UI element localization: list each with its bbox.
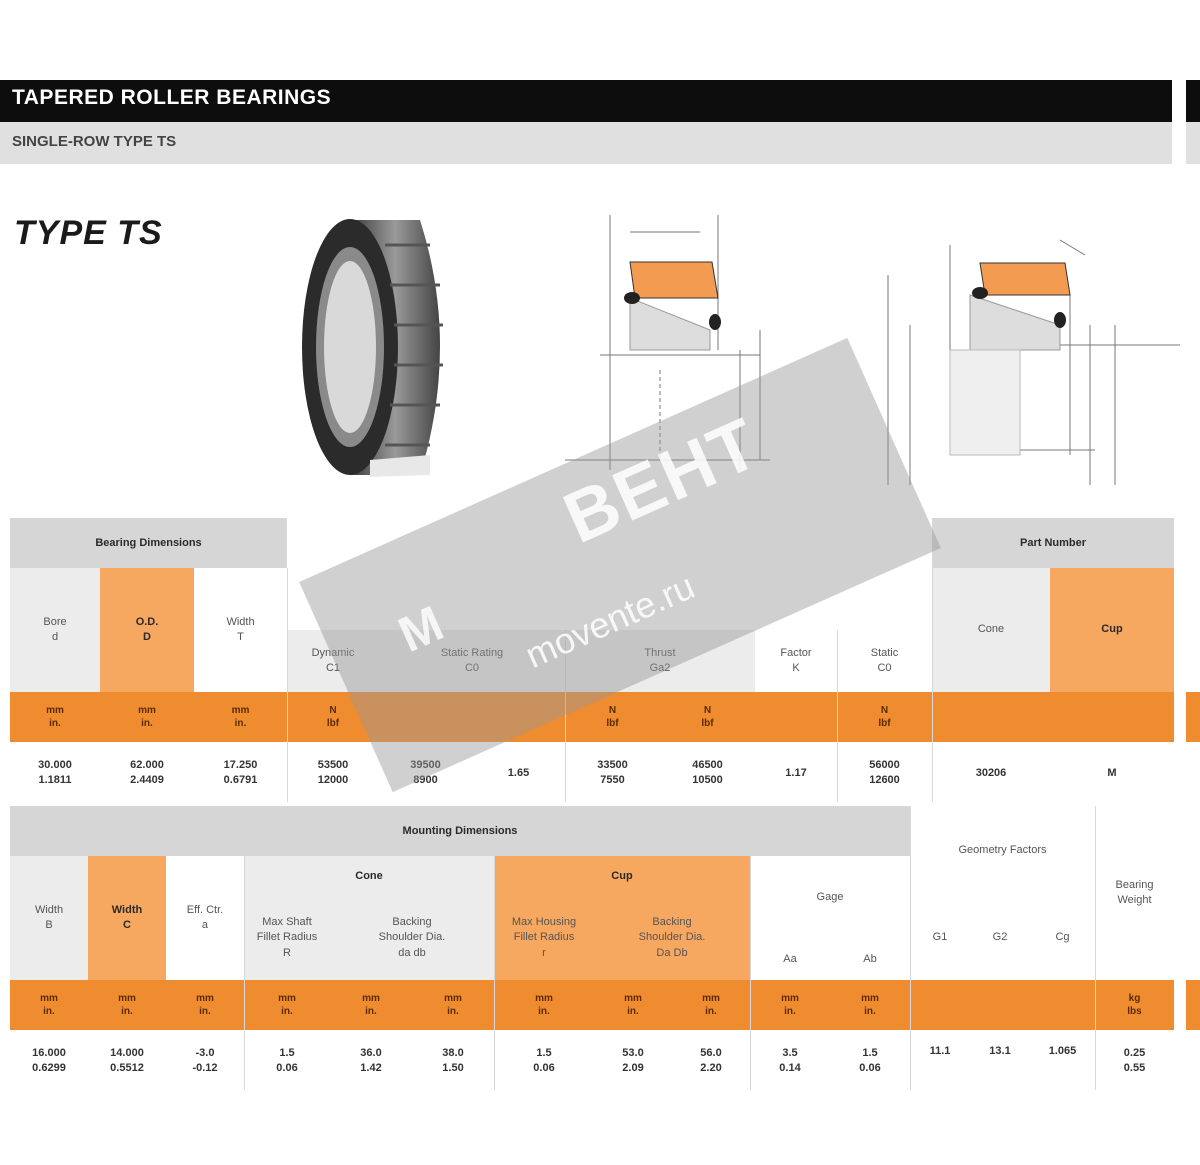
unit-cone-da: mm in. (362, 993, 380, 1017)
cell-cup: M (1107, 766, 1117, 779)
page-subtitle: SINGLE-ROW TYPE TS (12, 133, 177, 150)
mounting-diagram (887, 239, 1180, 485)
col-header-gage-ab: Ab (863, 953, 877, 966)
cell-thrust-2: 46500 10500 (692, 759, 723, 786)
divider (244, 856, 245, 1090)
col-header-static-c0: Static C0 (870, 646, 899, 674)
divider (494, 856, 495, 1090)
col-header-cup: Cup (1050, 568, 1174, 692)
col-header-cone-backing: Backing Shoulder Dia. da db (330, 896, 494, 980)
divider (565, 630, 566, 802)
header-bar (0, 80, 1172, 122)
col-header-static-rating: Static Rating C0 (379, 630, 565, 692)
divider (910, 806, 911, 1090)
unit-weight: kg lbs (1127, 993, 1142, 1017)
cell-static-rating: 39500 8900 (410, 759, 441, 786)
cell-cup-da: 53.0 2.09 (622, 1047, 644, 1074)
cell-gage-ab: 1.5 0.06 (859, 1047, 881, 1074)
units-strip-edge (1186, 692, 1200, 742)
col-header-thrust: Thrust Ga2 (565, 630, 755, 692)
cell-g2: 13.1 (989, 1044, 1011, 1057)
type-title: TYPE TS (14, 214, 163, 252)
group-header-mounting: Mounting Dimensions (10, 806, 910, 856)
unit-width: mm in. (231, 705, 250, 729)
col-header-cup-fillet: Max Housing Fillet Radius r (494, 896, 594, 980)
cell-width-c: 14.000 0.5512 (110, 1047, 144, 1074)
col-header-eff-ctr: Eff. Ctr. a (186, 903, 224, 931)
col-header-width-b: Width B (10, 856, 88, 980)
cell-width-b: 16.000 0.6299 (32, 1047, 66, 1074)
unit-eff-ctr: mm in. (196, 993, 214, 1017)
unit-cup-db: mm in. (702, 993, 720, 1017)
cell-thrust: 33500 7550 (597, 759, 628, 786)
unit-cone-db: mm in. (444, 993, 462, 1017)
col-header-width-c: Width C (88, 856, 166, 980)
unit-cone-fillet: mm in. (278, 993, 296, 1017)
cell-factor-k: 1.17 (785, 766, 807, 779)
cell-bore: 30.000 1.1811 (38, 759, 72, 786)
cell-od: 62.000 2.4409 (130, 759, 164, 786)
col-header-dynamic: Dynamic C1 (287, 630, 379, 692)
unit-thrust-2: N lbf (701, 705, 714, 729)
group-header-geometry: Geometry Factors (958, 844, 1047, 857)
cell-width: 17.250 0.6791 (223, 759, 258, 786)
col-header-cg: Cg (1055, 931, 1070, 944)
cell-static-c0: 56000 12600 (869, 759, 900, 786)
unit-width-b: mm in. (40, 993, 58, 1017)
units-strip (10, 692, 1174, 742)
bearing-photo (302, 219, 443, 477)
col-header-width: Width T (226, 615, 255, 643)
page-title: TAPERED ROLLER BEARINGS (12, 86, 332, 109)
col-header-factor-k: Factor K (780, 646, 812, 674)
col-header-g2: G2 (992, 931, 1008, 944)
unit-cup-da: mm in. (624, 993, 642, 1017)
units-strip (10, 980, 1174, 1030)
cell-cone: 30206 (975, 766, 1007, 779)
unit-od: mm in. (138, 705, 156, 729)
divider (750, 856, 751, 1090)
divider (287, 568, 288, 802)
unit-thrust: N lbf (606, 705, 619, 729)
group-header-cup: Cup (494, 856, 750, 896)
subheader-bar (0, 122, 1172, 164)
cell-g1: 11.1 (929, 1044, 951, 1057)
col-header-weight: Bearing Weight (1115, 878, 1154, 906)
unit-dynamic: N lbf (326, 705, 340, 729)
cell-eff-ctr: -3.0 -0.12 (192, 1047, 218, 1074)
unit-static-c0: N lbf (878, 705, 891, 729)
unit-width-c: mm in. (118, 993, 136, 1017)
cell-cup-fillet: 1.5 0.06 (533, 1047, 555, 1074)
col-header-gage: Gage (816, 891, 844, 904)
unit-bore: mm in. (46, 705, 64, 729)
cell-gage-aa: 3.5 0.14 (779, 1047, 801, 1074)
subheader-bar-edge (1186, 122, 1200, 164)
cell-cg: 1.065 (1048, 1044, 1077, 1057)
unit-gage-ab: mm in. (861, 993, 879, 1017)
col-header-bore: Bore d (10, 568, 100, 692)
divider (837, 630, 838, 802)
col-header-cone-fillet: Max Shaft Fillet Radius R (244, 896, 330, 980)
col-header-g1: G1 (932, 931, 948, 944)
divider (1095, 806, 1096, 1090)
group-header-dimensions: Bearing Dimensions (10, 518, 287, 568)
cell-factor-e: 1.65 (507, 766, 530, 779)
group-header-part-number: Part Number (932, 518, 1174, 568)
cross-section-diagram (565, 215, 770, 470)
units-strip-edge (1186, 980, 1200, 1030)
cell-cone-da: 36.0 1.42 (360, 1047, 382, 1074)
col-header-cup-backing: Backing Shoulder Dia. Da Db (594, 896, 750, 980)
unit-cup-fillet: mm in. (535, 993, 553, 1017)
col-header-gage-aa: Aa (783, 953, 797, 966)
cell-cone-fillet: 1.5 0.06 (276, 1047, 298, 1074)
col-header-cone: Cone (932, 568, 1050, 692)
cell-weight: 0.25 0.55 (1123, 1047, 1146, 1074)
group-header-cone: Cone (244, 856, 494, 896)
unit-gage-aa: mm in. (781, 993, 799, 1017)
cell-cone-db: 38.0 1.50 (442, 1047, 464, 1074)
cell-dynamic: 53500 12000 (317, 759, 349, 786)
divider (932, 518, 933, 802)
header-bar-edge (1186, 80, 1200, 122)
col-header-od: O.D. D (100, 568, 194, 692)
cell-cup-db: 56.0 2.20 (700, 1047, 722, 1074)
